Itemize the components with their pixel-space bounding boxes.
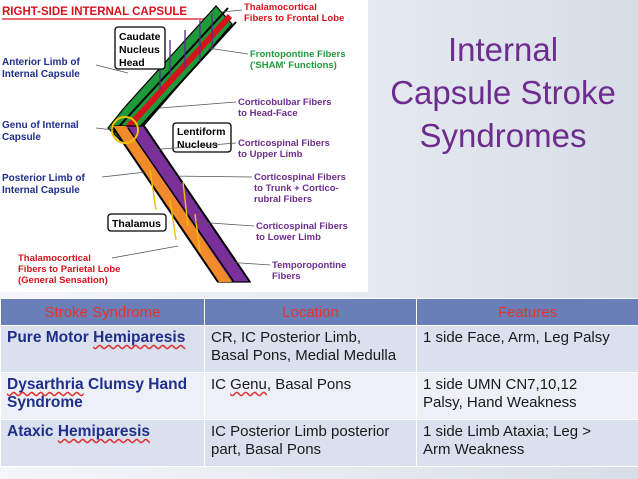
right-labels: Thalamocortical Fibers to Frontal Lobe F… (238, 2, 348, 282)
title-line-1: Internal (447, 31, 559, 68)
svg-text:Thalamocortical: Thalamocortical (18, 253, 91, 264)
posterior-limb-label: Posterior Limb of (2, 173, 85, 184)
svg-text:(General Sensation): (General Sensation) (18, 275, 108, 286)
thalamus-box: Thalamus (107, 213, 167, 232)
svg-text:Internal Capsule: Internal Capsule (2, 69, 80, 80)
table-row: Ataxic Hemiparesis IC Posterior Limb pos… (0, 419, 638, 467)
left-labels: Anterior Limb of Internal Capsule Genu o… (2, 57, 85, 196)
syndrome-cell: Pure Motor Hemiparesis (0, 325, 205, 373)
frontopontine-label: Frontopontine Fibers (250, 49, 346, 60)
corticobulbar-label: Corticobulbar Fibers (238, 97, 331, 108)
svg-text:('SHAM' Functions): ('SHAM' Functions) (250, 60, 337, 71)
syndrome-cell: Ataxic Hemiparesis (0, 419, 205, 467)
internal-capsule-diagram: RIGHT-SIDE INTERNAL CAPSULE (0, 0, 368, 292)
diagram-header: RIGHT-SIDE INTERNAL CAPSULE (2, 6, 187, 18)
svg-text:Head: Head (119, 57, 145, 69)
corticospinal-upper-label: Corticospinal Fibers (238, 138, 330, 149)
svg-text:to Lower Limb: to Lower Limb (256, 232, 321, 243)
table-row: Dysarthria Clumsy Hand Syndrome IC Genu,… (0, 372, 638, 420)
svg-text:to Upper Limb: to Upper Limb (238, 149, 303, 160)
location-cell: CR, IC Posterior Limb,Basal Pons, Medial… (204, 325, 417, 373)
svg-text:to Trunk + Cortico-: to Trunk + Cortico- (254, 183, 339, 194)
table-header-row: Stroke Syndrome Location Features (0, 298, 638, 326)
header-location: Location (204, 298, 417, 326)
location-cell: IC Genu, Basal Pons (204, 372, 417, 420)
slide-title: Internal Capsule Stroke Syndromes (372, 28, 634, 157)
syndrome-cell: Dysarthria Clumsy Hand Syndrome (0, 372, 205, 420)
capsule-illustration: RIGHT-SIDE INTERNAL CAPSULE (2, 2, 348, 286)
caudate-nucleus-box: Caudate Nucleus Head (114, 26, 166, 70)
svg-text:Internal Capsule: Internal Capsule (2, 185, 80, 196)
svg-text:Lentiform: Lentiform (177, 126, 225, 138)
stroke-syndromes-table: Stroke Syndrome Location Features Pure M… (0, 298, 638, 467)
temporopontine-label: Temporopontine (272, 260, 346, 271)
svg-text:Fibers: Fibers (272, 271, 301, 282)
corticospinal-lower-label: Corticospinal Fibers (256, 221, 348, 232)
title-line-2: Capsule Stroke (390, 74, 616, 111)
svg-text:to Head-Face: to Head-Face (238, 108, 298, 119)
header-stroke-syndrome: Stroke Syndrome (0, 298, 205, 326)
svg-text:Caudate: Caudate (119, 31, 161, 43)
right-leader-lines (149, 9, 271, 266)
svg-text:Nucleus: Nucleus (119, 44, 160, 56)
features-cell: 1 side Limb Ataxia; Leg >Arm Weakness (416, 419, 638, 467)
genu-label: Genu of Internal (2, 120, 79, 131)
posterior-limb-band (110, 125, 252, 283)
left-leader-lines (95, 64, 179, 259)
table-row: Pure Motor Hemiparesis CR, IC Posterior … (0, 325, 638, 373)
thalamocortical-parietal-label: Thalamocortical Fibers to Parietal Lobe … (18, 253, 120, 286)
thalamocortical-frontal-label: Thalamocortical (244, 2, 317, 13)
header-features: Features (416, 298, 638, 326)
svg-text:Fibers to Frontal Lobe: Fibers to Frontal Lobe (244, 13, 344, 24)
svg-text:rubral Fibers: rubral Fibers (254, 194, 312, 205)
posterior-fiber-arrows (149, 169, 201, 253)
anterior-limb-label: Anterior Limb of (2, 57, 80, 68)
svg-text:Thalamus: Thalamus (112, 218, 161, 230)
features-cell: 1 side Face, Arm, Leg Palsy (416, 325, 638, 373)
title-line-3: Syndromes (419, 117, 587, 154)
svg-text:Fibers to Parietal Lobe: Fibers to Parietal Lobe (18, 264, 120, 275)
svg-text:Capsule: Capsule (2, 132, 41, 143)
svg-text:Nucleus: Nucleus (177, 139, 218, 151)
corticospinal-trunk-label: Corticospinal Fibers (254, 172, 346, 183)
anterior-limb-band (107, 5, 237, 147)
